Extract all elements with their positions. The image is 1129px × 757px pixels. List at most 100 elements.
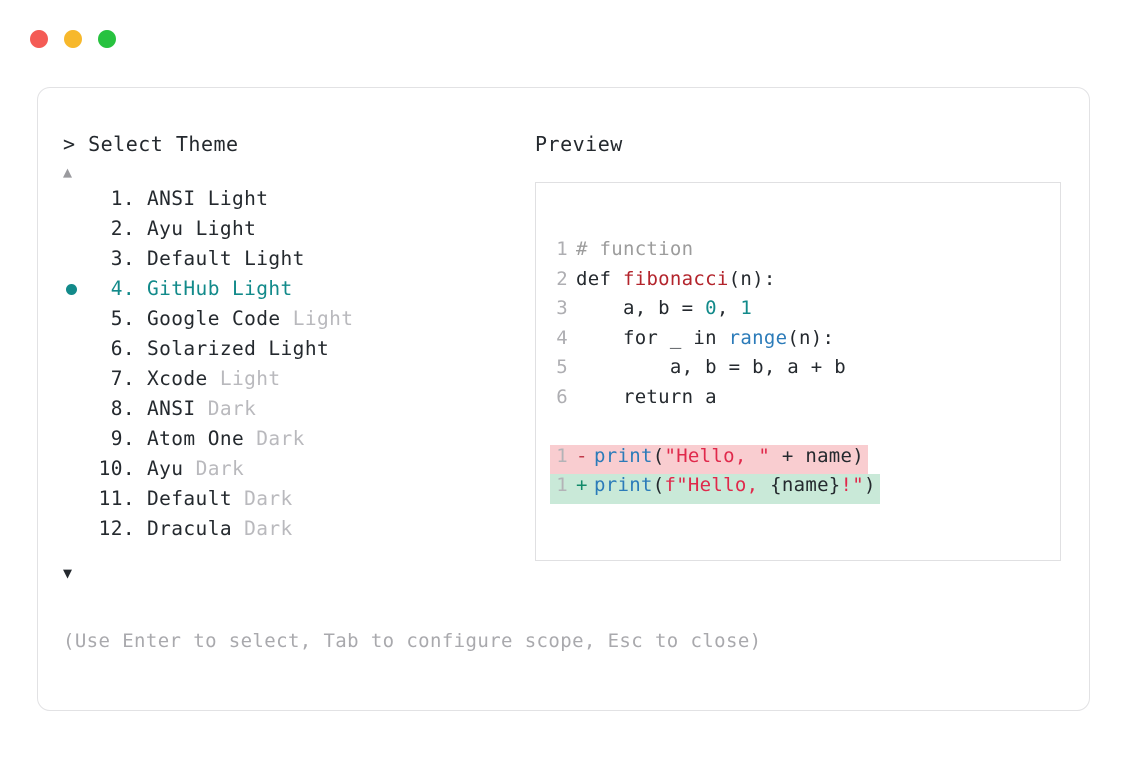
diff-line-added: 1 +print(f"Hello, {name}!") [550,474,880,504]
theme-list-item[interactable]: 6. Solarized Light [63,337,533,367]
theme-item-number: 2. [98,217,135,240]
theme-item-space [208,367,220,390]
theme-list-item[interactable]: 4. GitHub Light [63,277,533,307]
diff-line-number: 1 [556,474,568,496]
theme-item-variant: Dark [244,487,293,510]
code-token: ) [864,474,876,496]
theme-item-space [183,457,195,480]
code-token: ( [652,444,665,467]
scroll-down-icon[interactable]: ▼ [63,564,73,582]
theme-item-space [232,247,244,270]
theme-item-number: 8. [98,397,135,420]
theme-item-number: 10. [98,457,135,480]
theme-item-number: 9. [98,427,135,450]
code-token: for _ in [576,326,729,349]
theme-item-variant: Light [292,307,354,330]
diff-marker: - [576,444,588,467]
theme-item-name: GitHub [147,277,220,300]
theme-item-variant: Light [244,247,305,270]
theme-item-space [256,337,268,360]
theme-item-name: Ayu [147,457,184,480]
code-line-text: # function [568,238,693,260]
code-token: + name) [770,444,865,467]
theme-list-item[interactable]: 10. Ayu Dark [63,457,533,487]
theme-item-number: 6. [98,337,135,360]
code-token: a, b = [576,297,706,319]
code-token: f"Hello, [664,474,771,496]
theme-item-variant: Light [219,367,281,390]
minimize-window-dot[interactable] [64,30,82,48]
theme-item-space [281,307,293,330]
diff-line-removed: 1-print("Hello, " + name) [550,444,869,474]
code-token: range [728,326,788,349]
code-line: 2 def fibonacci(n): [550,268,1052,298]
theme-item-number: 4. [98,277,135,300]
code-line: 6 return a [550,386,1052,416]
theme-item-space [220,277,232,300]
code-token: , [716,297,741,319]
selected-bullet-icon [66,284,77,295]
theme-list-item[interactable]: 8.ANSI Dark [63,397,533,427]
theme-list-item[interactable]: 2.Ayu Light [63,217,533,247]
code-blank-line [550,415,1052,445]
theme-item-space [232,487,244,510]
theme-item-space [196,397,208,420]
maximize-window-dot[interactable] [98,30,116,48]
line-number: 4 [556,326,568,349]
line-number: 6 [556,385,568,408]
theme-item-name: Google Code [147,307,281,330]
scroll-up-icon[interactable]: ▲ [63,163,73,181]
code-token: # function [576,238,694,260]
code-line-text: return a [568,386,717,408]
code-token: (n): [787,326,835,349]
theme-item-variant: Light [268,337,330,360]
theme-item-number: 3. [98,247,135,270]
theme-item-name: Xcode [147,367,208,390]
code-line-text: a, b = 0, 1 [568,297,752,319]
theme-list-item[interactable]: 3.Default Light [63,247,533,277]
diff-line-number: 1 [556,444,568,467]
code-token: ( [652,474,665,496]
code-token: !" [840,474,865,496]
theme-picker-card: > Select Theme ▲ 1.ANSI Light 2.Ayu Ligh… [37,87,1090,711]
theme-list-item[interactable]: 12.Dracula Dark [63,517,533,547]
theme-item-space [183,217,195,240]
theme-item-name: Solarized [147,337,257,360]
close-window-dot[interactable] [30,30,48,48]
line-number: 1 [556,238,568,260]
code-token: "Hello, " [664,444,771,467]
code-token: (n): [728,267,776,290]
theme-list-item[interactable]: 1.ANSI Light [63,187,533,217]
code-token: fibonacci [622,267,729,290]
theme-item-name: ANSI [147,397,196,420]
theme-item-variant: Dark [244,517,293,540]
theme-list-item[interactable]: 9. Atom One Dark [63,427,533,457]
code-line: 4 for _ in range(n): [550,327,1052,357]
diff-line-text: print(f"Hello, {name}!") [585,474,880,496]
theme-item-number: 5. [98,307,135,330]
theme-item-name: Default [147,487,232,510]
code-token: print [594,444,653,467]
line-number: 2 [556,267,568,290]
code-token: def [576,267,623,290]
theme-list-item[interactable]: 7.Xcode Light [63,367,533,397]
theme-item-space [196,187,208,210]
theme-item-variant: Light [195,217,257,240]
theme-item-variant: Light [207,187,269,210]
theme-item-name: Atom One [147,427,245,450]
theme-list-item[interactable]: 5. Google Code Light [63,307,533,337]
preview-title: Preview [535,132,623,156]
code-line-text: for _ in range(n): [568,327,834,349]
theme-item-number: 1. [98,187,135,210]
theme-item-variant: Light [231,277,293,300]
theme-item-number: 11. [98,487,135,510]
diff-marker: + [576,474,588,496]
theme-item-variant: Dark [256,427,305,450]
theme-item-variant: Dark [195,457,245,480]
line-number: 5 [556,356,568,378]
theme-list-item[interactable]: 11. Default Dark [63,487,533,517]
keyboard-hint: (Use Enter to select, Tab to configure s… [63,630,762,652]
